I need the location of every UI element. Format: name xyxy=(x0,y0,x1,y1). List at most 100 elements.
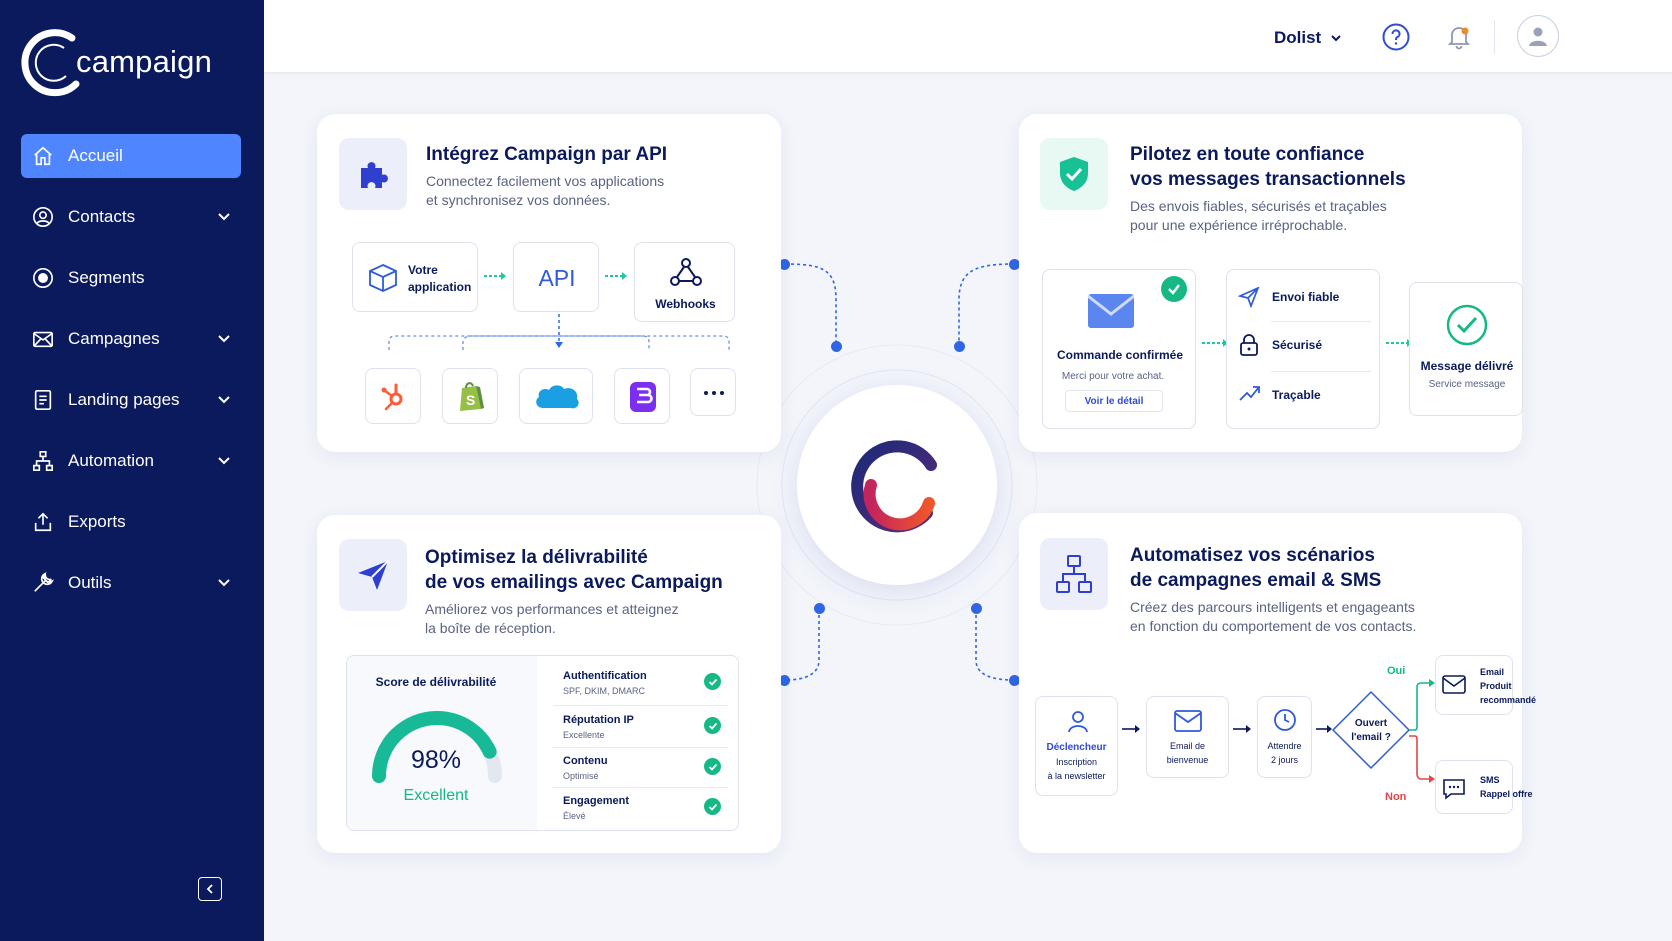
sidebar-item-accueil[interactable]: Accueil xyxy=(21,134,241,178)
trigger-step: Déclencheur Inscription à la newsletter xyxy=(1035,696,1118,796)
branch-arrows xyxy=(1409,679,1435,783)
check-circle-icon xyxy=(704,673,721,690)
step-label: 2 jours xyxy=(1270,755,1298,765)
check-title: Authentification xyxy=(563,670,647,682)
sidebar-item-campagnes[interactable]: Campagnes xyxy=(21,317,241,361)
step-label: Email xyxy=(1480,667,1505,677)
envelope-icon xyxy=(1088,294,1134,328)
api-integration-card: Intégrez Campaign par API Connectez faci… xyxy=(317,114,781,452)
card-icon-box xyxy=(1040,138,1108,210)
automation-card: Automatisez vos scénarios de campagnes e… xyxy=(1019,513,1536,853)
arrow-right-icon xyxy=(1202,339,1228,347)
sidebar-item-label: Contacts xyxy=(68,207,136,226)
order-title: Commande confirmée xyxy=(1056,348,1184,362)
integration-more[interactable] xyxy=(690,368,736,416)
check-subtitle: Optimisé xyxy=(563,771,599,781)
upload-icon xyxy=(31,510,55,534)
notifications-button[interactable] xyxy=(1444,22,1474,52)
check-subtitle: SPF, DKIM, DMARC xyxy=(563,686,646,696)
arrow-right-icon xyxy=(1122,725,1140,733)
account-switcher[interactable]: Dolist xyxy=(1274,28,1343,48)
user-avatar[interactable] xyxy=(1517,15,1559,57)
connector-dot xyxy=(779,259,790,270)
chevron-left-icon xyxy=(206,884,213,894)
sidebar-item-outils[interactable]: Outils xyxy=(21,561,241,605)
card-title: de vos emailings avec Campaign xyxy=(425,572,723,593)
sidebar-item-exports[interactable]: Exports xyxy=(21,500,241,544)
integration-salesforce[interactable] xyxy=(519,368,593,424)
box-label: application xyxy=(408,280,472,294)
deliverability-panel: Score de délivrabilité 98% Excellent Aut… xyxy=(346,655,739,831)
connector-dot xyxy=(831,341,842,352)
sidebar-item-label: Accueil xyxy=(68,146,123,165)
score-value: 98% xyxy=(410,746,462,774)
feature-label: Sécurisé xyxy=(1272,338,1323,352)
score-panel xyxy=(347,656,537,830)
lock-icon xyxy=(1240,334,1258,356)
condition-diamond xyxy=(1331,690,1411,770)
home-icon xyxy=(31,144,55,168)
product-email-step: Email Produit recommandé xyxy=(1435,655,1536,715)
help-button[interactable] xyxy=(1381,22,1411,52)
clock-icon xyxy=(1274,709,1296,731)
trigger-label: Déclencheur xyxy=(1046,742,1107,753)
sidebar-item-automation[interactable]: Automation xyxy=(21,439,241,483)
user-icon xyxy=(1068,711,1088,733)
transactional-card: Pilotez en toute confiance vos messages … xyxy=(1019,114,1523,452)
card-title: vos messages transactionnels xyxy=(1130,169,1406,190)
card-description: pour une expérience irréprochable. xyxy=(1130,217,1348,233)
sidebar-item-label: Segments xyxy=(68,268,145,287)
integration-brevo[interactable] xyxy=(614,368,670,424)
delivered-title: Message délivré xyxy=(1420,359,1514,373)
account-name: Dolist xyxy=(1274,28,1322,47)
sidebar-item-landing-pages[interactable]: Landing pages xyxy=(21,378,241,422)
check-circle-icon xyxy=(1161,276,1187,302)
sidebar-item-segments[interactable]: Segments xyxy=(21,256,241,300)
main-content: Dolist xyxy=(264,0,1672,941)
arrow-right-icon xyxy=(1233,725,1251,733)
card-title: de campagnes email & SMS xyxy=(1130,570,1382,591)
target-icon xyxy=(31,266,55,290)
card-icon-box xyxy=(1040,538,1108,610)
arrow-right-icon xyxy=(1316,725,1332,733)
divider xyxy=(1271,321,1371,322)
header-divider xyxy=(1494,20,1495,54)
trigger-sub: Inscription xyxy=(1055,757,1098,767)
check-title: Réputation IP xyxy=(563,714,634,726)
divider xyxy=(553,787,728,788)
box-label: Webhooks xyxy=(655,297,716,311)
step-label: recommandé xyxy=(1480,695,1537,705)
hub-logo xyxy=(797,385,997,585)
divider xyxy=(553,705,728,706)
connector-dot xyxy=(954,341,965,352)
step-label: Rappel offre xyxy=(1480,789,1533,799)
divider xyxy=(553,747,728,748)
sidebar-item-contacts[interactable]: Contacts xyxy=(21,195,241,239)
salesforce-icon xyxy=(536,385,579,409)
delivered-box: Message délivré Service message xyxy=(1409,282,1523,416)
step-label: bienvenue xyxy=(1166,755,1209,765)
hubspot-icon xyxy=(381,383,403,411)
trend-up-icon xyxy=(1239,386,1260,401)
bell-icon xyxy=(1447,27,1471,50)
wrench-icon xyxy=(31,571,55,595)
no-branch-label: Non xyxy=(1385,791,1407,803)
webhooks-box: Webhooks xyxy=(634,242,735,322)
mail-icon xyxy=(1174,710,1202,732)
integration-connectors xyxy=(388,314,730,350)
brand-name: campaign xyxy=(76,44,213,79)
integration-shopify[interactable]: S xyxy=(442,368,498,424)
chevron-down-icon xyxy=(217,453,231,473)
order-detail-link[interactable]: Voir le détail xyxy=(1065,390,1163,412)
brand-logo[interactable]: campaign xyxy=(20,26,212,98)
integration-hubspot[interactable] xyxy=(365,368,421,424)
flow-icon xyxy=(31,449,55,473)
connector-dot xyxy=(779,675,790,686)
sidebar-item-label: Outils xyxy=(68,573,112,592)
webhook-icon xyxy=(670,258,702,286)
check-title: Contenu xyxy=(563,755,608,767)
collapse-sidebar-button[interactable] xyxy=(198,877,222,901)
yes-branch-label: Oui xyxy=(1387,665,1406,677)
brevo-icon xyxy=(630,382,656,412)
chevron-down-icon xyxy=(217,209,231,229)
